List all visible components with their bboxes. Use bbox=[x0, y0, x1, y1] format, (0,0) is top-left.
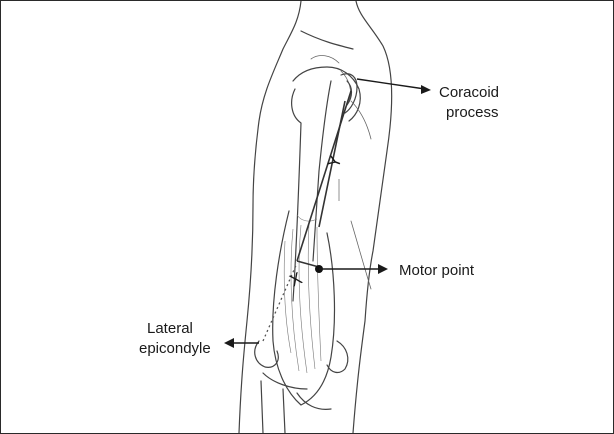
motor-point-arrow bbox=[319, 264, 388, 274]
humerus-bone bbox=[292, 56, 351, 301]
biceps-tendon bbox=[297, 91, 351, 267]
coracoid-label-line2: process bbox=[446, 104, 499, 121]
lateral-label-line2: epicondyle bbox=[139, 340, 211, 357]
coracoid-arrow bbox=[357, 79, 431, 94]
elbow-bones bbox=[255, 341, 348, 433]
chest-wall-line bbox=[351, 221, 371, 289]
coracoid-label-line1: Coracoid bbox=[439, 84, 499, 101]
motor-point-label: Motor point bbox=[399, 262, 475, 279]
mark-x: X bbox=[287, 269, 305, 291]
lateral-epicondyle-arrow bbox=[224, 338, 259, 348]
lateral-label-line1: Lateral bbox=[147, 320, 193, 337]
